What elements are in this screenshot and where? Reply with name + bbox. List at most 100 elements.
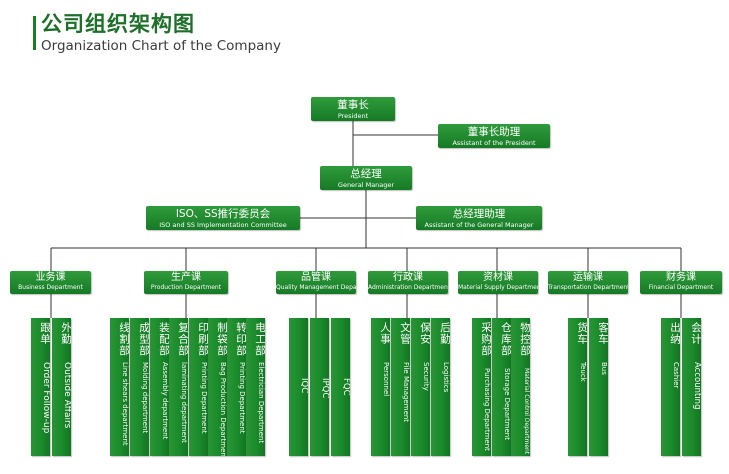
subunit-label-en: Purchasing Department <box>483 368 491 451</box>
subunit-label-en: IPQC <box>320 378 329 399</box>
assistant-president-box: 董事长助理 Assistant of the President <box>438 124 550 148</box>
department-quality: 品管课 Quality Management Department <box>276 271 356 294</box>
subunit-order-followup: 跟单 Order Follow-up <box>31 318 50 456</box>
subunit-label: 电工部 <box>254 322 265 357</box>
president-box: 董事长 President <box>311 97 395 121</box>
subunit-label: 制袋部 <box>216 322 227 357</box>
subunit-label: 外勤 <box>60 322 71 345</box>
title-accent-bar <box>33 16 36 50</box>
subunit-transfer-printing: 转印部 Printing Department <box>227 318 246 456</box>
subunit-label: 会计 <box>690 322 701 345</box>
subunit-purchasing: 采购部 Purchasing Department <box>472 318 491 456</box>
subunit-label: 复合部 <box>177 322 188 357</box>
department-label-en: Production Department <box>150 284 222 291</box>
subunit-label: 转印部 <box>235 322 246 357</box>
subunit-bag-production: 制袋部 Bag Production Department <box>208 318 227 456</box>
department-transportation: 运输课 Transportation Department <box>548 271 628 294</box>
subunit-label: 保安 <box>419 322 430 345</box>
subunit-label: 成型部 <box>138 322 149 357</box>
subunit-label-en: Material Control Department <box>523 368 530 455</box>
subunit-label: 货车 <box>576 322 587 345</box>
department-label-en: Administration Department <box>368 284 448 291</box>
subunit-label: 印刷部 <box>197 322 208 357</box>
department-label: 行政课 <box>393 272 423 283</box>
page-subtitle: Organization Chart of the Company <box>41 38 281 54</box>
subunit-assembly: 装配部 Assembly department <box>150 318 169 456</box>
subunit-printing: 印刷部 Printing Department <box>189 318 208 456</box>
department-label: 品管课 <box>301 272 331 283</box>
subunit-label-en: Assembly department <box>161 362 169 440</box>
subunit-ipqc: IPQC <box>310 318 329 456</box>
subunit-logistics: 后勤 Logistics <box>431 318 450 456</box>
subunit-label: 采购部 <box>480 322 491 357</box>
subunit-material-control: 物控部 Material Control Department <box>511 318 530 456</box>
department-label: 生产课 <box>171 272 201 283</box>
subunit-label-en: Printing Department <box>200 362 208 434</box>
subunit-accounting: 会计 Accounting <box>682 318 701 456</box>
department-label: 运输课 <box>573 272 603 283</box>
subunit-label-en: Storage Department <box>503 368 511 440</box>
department-business: 业务课 Business Department <box>10 271 91 294</box>
page-title: 公司组织架构图 <box>41 12 195 36</box>
subunit-label: 客车 <box>597 322 608 345</box>
department-label-en: Material Supply Department <box>458 284 538 291</box>
subunit-label: 跟单 <box>39 322 50 345</box>
subunit-label-en: Bag Production Department <box>219 362 227 456</box>
subunit-label: 物控部 <box>519 322 530 357</box>
subunit-label-en: FQC <box>341 378 350 396</box>
subunit-label-en: Security <box>422 362 430 391</box>
subunit-label-en: Molding department <box>141 362 149 434</box>
iso-committee-box: ISO、SS推行委员会 ISO and SS Implementation Co… <box>146 206 300 230</box>
department-production: 生产课 Production Department <box>144 271 228 294</box>
department-label-en: Transportation Department <box>548 284 628 291</box>
subunit-label-en: Personnel <box>382 362 390 397</box>
subunit-iqc: IQC <box>289 318 308 456</box>
general-manager-zh: 总经理 <box>350 168 382 180</box>
subunit-label-en: Accounting <box>692 362 701 410</box>
subunit-label: 后勤 <box>439 322 450 345</box>
subunit-fqc: FQC <box>331 318 350 456</box>
subunit-label: 人事 <box>379 322 390 345</box>
department-label: 财务课 <box>666 272 696 283</box>
subunit-personnel: 人事 Personnel <box>371 318 390 456</box>
subunit-electrician: 电工部 Electrician Department <box>246 318 265 456</box>
subunit-label: 文管 <box>399 322 410 345</box>
subunit-label-en: Order Follow-up <box>41 362 50 434</box>
subunit-storage: 仓库部 Storage Department <box>492 318 511 456</box>
president-zh: 董事长 <box>337 99 369 111</box>
subunit-outside-affairs: 外勤 Outside Affairs <box>52 318 71 456</box>
subunit-label-en: Printing Department <box>238 362 246 434</box>
subunit-label-en: Cashier <box>672 362 680 389</box>
subunit-label-en: Line shears department <box>121 362 129 446</box>
department-label-en: Quality Management Department <box>276 284 356 291</box>
department-financial: 财务课 Financial Department <box>640 271 722 294</box>
department-administration: 行政课 Administration Department <box>368 271 448 294</box>
assistant-gm-box: 总经理助理 Assistant of the General Manager <box>416 206 542 230</box>
subunit-truck: 货车 Teuck <box>568 318 587 456</box>
subunit-label-en: Teuck <box>579 362 587 382</box>
subunit-cashier: 出纳 Cashier <box>661 318 680 456</box>
subunit-label-en: Electrician Department <box>257 362 265 444</box>
subunit-label-en: Bus <box>600 362 608 375</box>
general-manager-box: 总经理 General Manager <box>320 166 412 190</box>
assistant-gm-en: Assistant of the General Manager <box>424 221 534 229</box>
subunit-bus: 客车 Bus <box>589 318 608 456</box>
subunit-label: 出纳 <box>669 322 680 345</box>
department-label-en: Business Department <box>18 284 83 291</box>
department-label: 业务课 <box>35 272 66 283</box>
assistant-president-zh: 董事长助理 <box>467 126 521 138</box>
subunit-label-en: Logistics <box>442 362 450 393</box>
assistant-gm-zh: 总经理助理 <box>452 208 506 220</box>
iso-committee-en: ISO and SS Implementation Committee <box>159 221 287 229</box>
general-manager-en: General Manager <box>337 181 395 189</box>
department-material: 资材课 Material Supply Department <box>458 271 538 294</box>
subunit-line-shears: 线割部 Line shears department <box>110 318 129 456</box>
department-label-en: Financial Department <box>648 284 714 291</box>
subunit-file-management: 文管 File Management <box>391 318 410 456</box>
subunit-label-en: laminating department <box>180 362 188 443</box>
subunit-label-en: IQC <box>299 378 308 394</box>
subunit-molding: 成型部 Molding department <box>130 318 149 456</box>
subunit-label: 仓库部 <box>500 322 511 357</box>
